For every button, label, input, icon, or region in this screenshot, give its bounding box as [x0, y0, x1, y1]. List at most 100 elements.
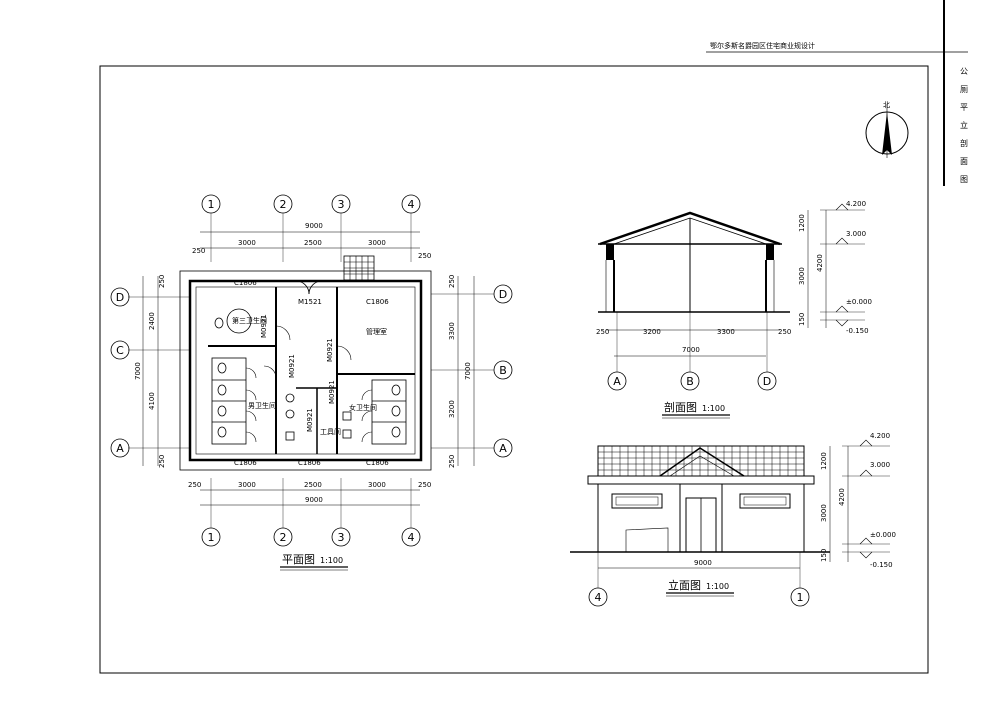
window-label: C1806 — [234, 459, 257, 467]
plan-apron — [179, 270, 432, 471]
axis-label: C — [116, 344, 124, 357]
door-label: M0921 — [326, 338, 334, 362]
window-label: C1806 — [366, 298, 389, 306]
axis-label: 2 — [280, 198, 287, 211]
dimension-label: 2500 — [304, 481, 322, 489]
turning-circle — [226, 308, 252, 334]
level-label: 3.000 — [870, 461, 890, 469]
dimension-label: 9000 — [694, 559, 712, 567]
dimension-label: 7000 — [682, 346, 700, 354]
dimension-label: 250 — [448, 275, 456, 288]
room-label: 工具间 — [320, 428, 341, 436]
entrance-door-swing — [295, 280, 310, 295]
level-marker-icon — [859, 537, 873, 545]
axis-label: 4 — [595, 591, 602, 604]
dimension-label: 9000 — [305, 496, 323, 504]
axis-label: D — [116, 291, 124, 304]
axis-label: 3 — [338, 198, 345, 211]
door-label: M0921 — [306, 408, 314, 432]
level-label: 4.200 — [870, 432, 890, 440]
dimension-label: 3300 — [717, 328, 735, 336]
sheet-title-char: 剖 — [960, 138, 968, 148]
elevation-window-pane — [615, 496, 659, 506]
elevation-ramp — [625, 527, 669, 552]
north-arrow-icon: 北 — [865, 101, 909, 158]
dimension-label: 4200 — [816, 254, 824, 272]
level-label: -0.150 — [870, 561, 893, 569]
drawing-border — [99, 65, 929, 674]
level-label: 4.200 — [846, 200, 866, 208]
axis-label: 4 — [408, 198, 415, 211]
plan-axis-right: D B A 250 3300 7000 3200 250 — [431, 275, 513, 468]
dimension-label: 250 — [418, 252, 431, 260]
axis-label: A — [499, 442, 507, 455]
dimension-label: 1200 — [820, 452, 828, 470]
axis-label: A — [116, 442, 124, 455]
plan-title: 平面图 — [282, 553, 315, 566]
axis-label: D — [763, 375, 771, 388]
plan-wall-inner — [195, 286, 416, 455]
wash-fixtures — [285, 393, 352, 441]
entrance-steps — [343, 255, 375, 281]
elevation-drawing: 9000 4 1 1200 3000 150 4200 4.200 3.000 … — [570, 432, 896, 607]
axis-label: 2 — [280, 531, 287, 544]
sheet-title-char: 立 — [960, 120, 968, 130]
elevation-gable-inner — [669, 455, 735, 477]
male-stalls — [211, 357, 257, 445]
dimension-label: 150 — [798, 313, 806, 326]
dimension-label: 250 — [448, 455, 456, 468]
roof-tile-pattern — [598, 446, 804, 476]
door-label: M1521 — [298, 298, 322, 306]
sheet-title-char: 平 — [960, 103, 968, 112]
level-label: -0.150 — [846, 327, 869, 335]
dimension-label: 3000 — [368, 481, 386, 489]
dimension-label: 250 — [418, 481, 431, 489]
sheet-title-char: 图 — [960, 175, 968, 184]
north-label: 北 — [883, 101, 890, 109]
axis-label: 1 — [797, 591, 804, 604]
axis-label: B — [499, 364, 507, 377]
section-title: 剖面图 — [664, 400, 697, 414]
level-label: 3.000 — [846, 230, 866, 238]
dimension-label: 4100 — [148, 392, 156, 410]
axis-label: 1 — [208, 531, 215, 544]
elevation-eave-band — [587, 475, 815, 485]
dimension-label: 250 — [158, 455, 166, 468]
section-scale: 1:100 — [702, 404, 725, 413]
elevation-window-pane — [743, 496, 787, 506]
toilet-fixture — [214, 317, 224, 329]
section-roof — [599, 211, 781, 246]
section-eave-block — [766, 244, 774, 260]
window-label: C1806 — [298, 459, 321, 467]
section-drawing: 250 3200 3300 250 7000 A B D 1200 3000 1… — [596, 200, 872, 419]
dimension-label: 1200 — [798, 214, 806, 232]
door-swing — [263, 365, 277, 379]
elevation-roof-parapet — [597, 445, 805, 477]
dimension-label: 250 — [596, 328, 609, 336]
door-label: M0921 — [328, 380, 336, 404]
dimension-label: 3200 — [448, 400, 456, 418]
level-marker-icon — [835, 319, 849, 327]
sheet-title-char: 厕 — [960, 85, 968, 94]
project-title: 鄂尔多斯名爵园区住宅商业规设计 — [710, 41, 815, 50]
level-marker-icon — [835, 237, 849, 245]
level-marker-icon — [859, 439, 873, 447]
female-stalls — [361, 379, 407, 445]
window-label: C1806 — [234, 279, 257, 287]
axis-label: 1 — [208, 198, 215, 211]
axis-label: B — [686, 375, 694, 388]
sheet-title-char: 面 — [960, 157, 968, 166]
window-label: C1806 — [366, 459, 389, 467]
sheet-title: 公 厕 平 立 剖 面 图 — [960, 67, 968, 184]
plan-scale: 1:100 — [320, 556, 343, 565]
dimension-label: 250 — [188, 481, 201, 489]
elevation-scale: 1:100 — [706, 582, 729, 591]
room-label: 第三卫生间 — [232, 316, 267, 325]
axis-label: 4 — [408, 531, 415, 544]
section-eave-block — [606, 244, 614, 260]
level-marker-icon — [859, 469, 873, 477]
room-label: 管理室 — [366, 327, 387, 336]
dimension-label: 4200 — [838, 488, 846, 506]
dimension-label: 9000 — [305, 222, 323, 230]
plan-exterior-wall — [188, 279, 423, 462]
